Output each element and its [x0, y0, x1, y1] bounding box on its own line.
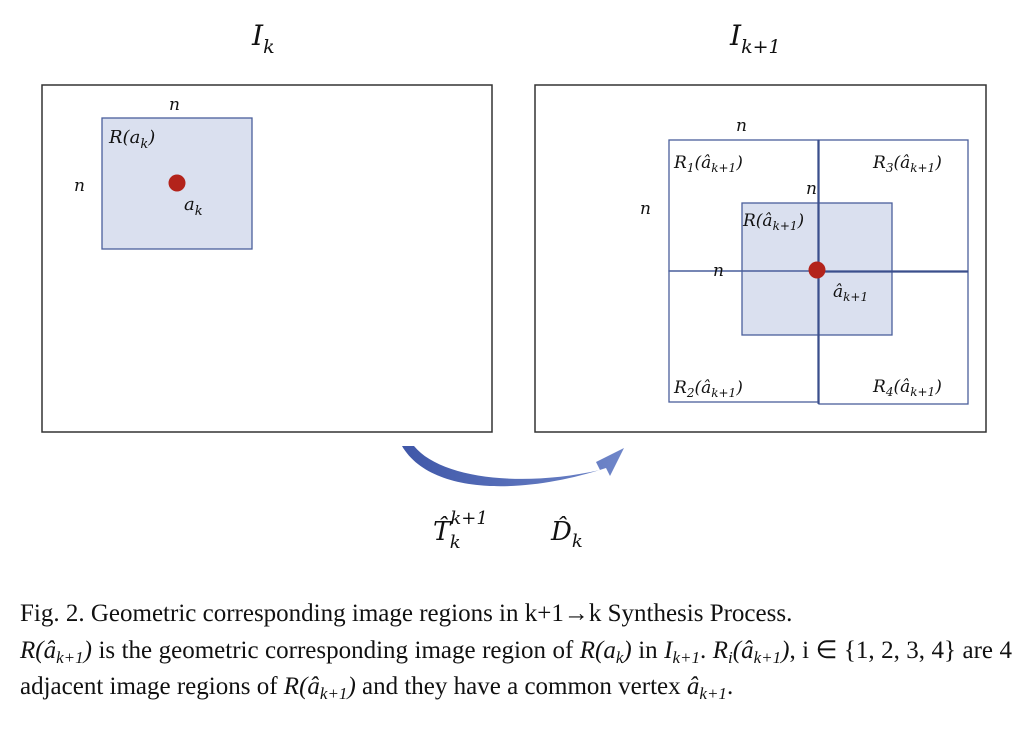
point-ahat [808, 261, 826, 279]
figure-caption: Fig. 2. Geometric corresponding image re… [20, 596, 1012, 706]
side-label-top: n [736, 116, 747, 136]
curved-arrow-icon [402, 446, 624, 487]
caption-math: k+1 [672, 647, 700, 667]
point-ak [168, 174, 186, 192]
caption-math: â [686, 673, 700, 700]
label-r3: R3(âk+1) [872, 153, 942, 175]
region-label: R(ak) [108, 127, 155, 152]
caption-math: i [728, 647, 733, 667]
point-label: ak [184, 194, 203, 219]
caption-text: is the geometric corresponding image reg… [91, 636, 580, 664]
caption-text: in [631, 636, 665, 664]
label-r2: R2(âk+1) [673, 378, 743, 400]
caption-math: k+1 [56, 647, 84, 667]
side-label-left: n [640, 199, 651, 219]
caption-math: R(â [20, 636, 57, 664]
right-title: Ik+1 [729, 19, 781, 58]
caption-math: R(â [283, 673, 320, 700]
caption-math: k+1 [319, 684, 348, 703]
caption-math: k+1 [753, 647, 782, 667]
displacement-label: D̂k [550, 516, 583, 552]
point-label: âk+1 [833, 282, 868, 304]
caption-math: k [615, 647, 624, 667]
caption-text: and they have a common vertex [355, 673, 687, 700]
side-label-top: n [169, 95, 180, 115]
caption-math: ) [347, 673, 356, 700]
caption-math: k+1 [699, 684, 727, 703]
label-r4: R4(âk+1) [872, 377, 942, 399]
caption-math: (â [732, 636, 754, 664]
caption-line-1: Fig. 2. Geometric corresponding image re… [20, 600, 793, 627]
label-r1: R1(âk+1) [673, 153, 743, 175]
caption-math: I [664, 636, 673, 664]
caption-text: . [700, 636, 707, 664]
caption-text: . [726, 673, 734, 700]
caption-math: ) [781, 636, 790, 664]
left-title: Ik [251, 19, 275, 58]
caption-math: R [712, 636, 729, 664]
caption-math: ) [623, 636, 632, 664]
caption-math: ) [83, 636, 92, 664]
side-label-inner-top: n [806, 179, 817, 199]
side-label-inner-left: n [713, 261, 724, 281]
caption-text: , i ∈ {1, 2, 3, 4} are 4 adjacent image … [20, 636, 1012, 701]
side-label-left: n [74, 176, 85, 196]
caption-math: R(a [579, 636, 616, 664]
region-label: R(âk+1) [742, 211, 804, 233]
